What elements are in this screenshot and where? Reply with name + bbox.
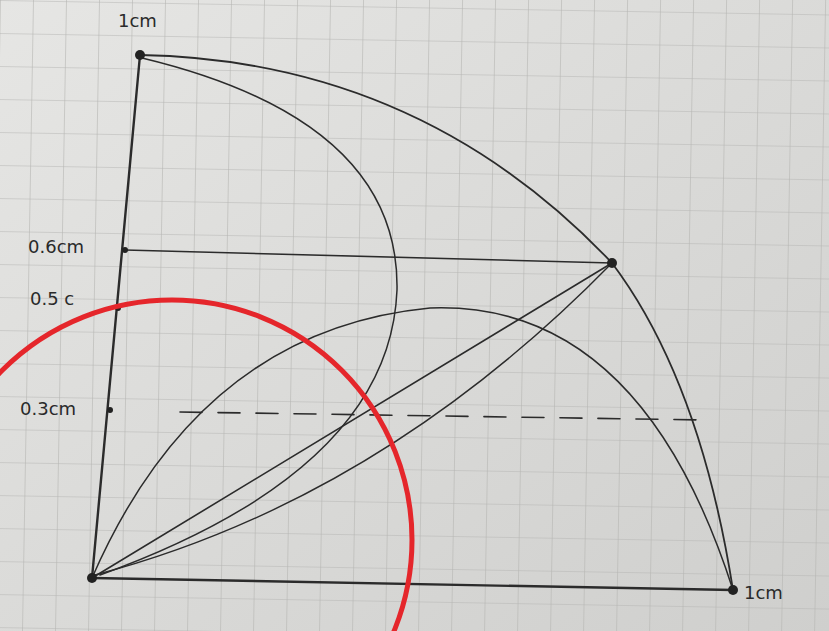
dimension-label: 0.3cm: [20, 400, 76, 418]
dimension-label: 0.5 c: [30, 290, 74, 308]
dimension-label: 1cm: [744, 584, 783, 602]
dimension-label: 0.6cm: [28, 238, 84, 256]
dimension-label: 1cm: [118, 12, 157, 30]
red-circle: [0, 300, 412, 631]
